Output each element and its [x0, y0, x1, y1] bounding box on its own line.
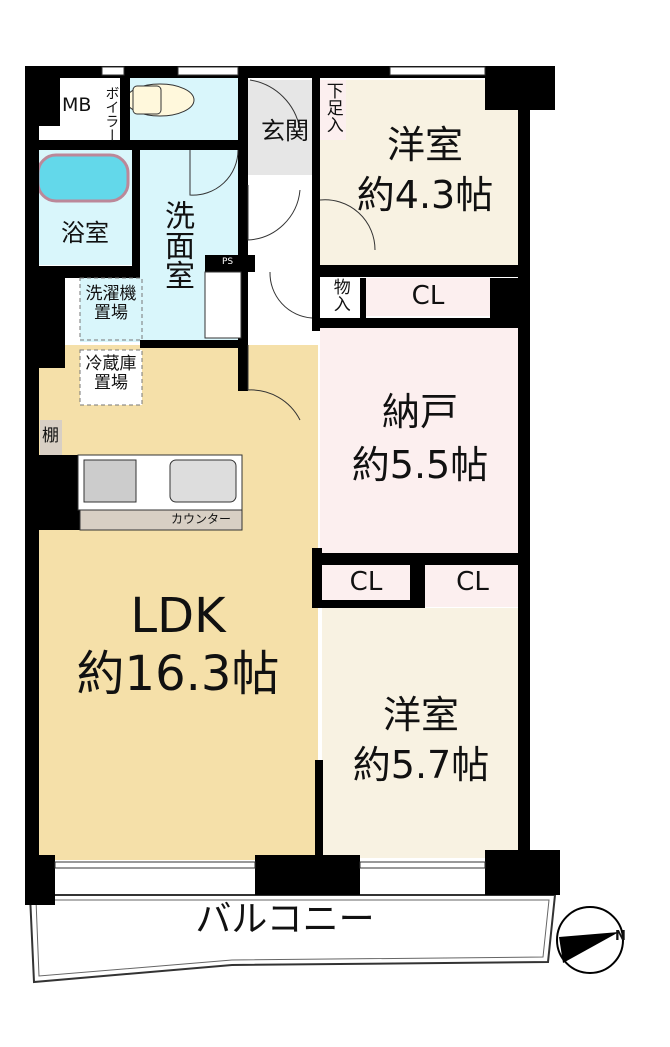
- ldk-size: 約16.3帖: [76, 646, 280, 702]
- shoe-cabinet-label: 下足入: [322, 82, 343, 133]
- bathroom-label: 浴室: [61, 219, 109, 247]
- western-room-2-size: 約5.7帖: [352, 743, 490, 787]
- closet-3-label: CL: [456, 567, 489, 597]
- stove: [83, 459, 137, 503]
- ldk-name: LDK: [130, 588, 226, 644]
- mb-label: MB: [62, 94, 92, 116]
- fridge-space-label: 冷蔵庫置場: [85, 354, 137, 393]
- compass-icon: [556, 906, 624, 974]
- bathtub: [36, 153, 130, 203]
- shelf-label: 棚: [42, 426, 59, 446]
- closet-2-label: CL: [349, 567, 383, 597]
- western-room-1-name: 洋室: [386, 123, 463, 167]
- washbasin: [204, 271, 242, 339]
- entrance-label: 玄関: [261, 117, 309, 145]
- counter-label: カウンター: [170, 512, 231, 526]
- closet-1-label: CL: [411, 281, 445, 311]
- western-room-1-floor: [320, 80, 520, 268]
- storage-room-name: 納戸: [381, 390, 458, 434]
- western-room-2-name: 洋室: [382, 693, 459, 737]
- ps-label: PS: [222, 257, 234, 267]
- storage-room-size: 約5.5帖: [351, 443, 489, 487]
- closet-storage-label: 物入: [329, 278, 350, 312]
- western-room-2-floor: [322, 608, 520, 858]
- ldk-floor: [38, 345, 318, 860]
- entrance-floor: [248, 80, 318, 175]
- washroom-label: 洗面室: [159, 200, 194, 290]
- sink: [169, 459, 237, 503]
- boiler-label: ボイラー: [103, 86, 120, 142]
- balcony-label: バルコニー: [195, 899, 375, 940]
- compass-north-label: N: [615, 929, 626, 944]
- storage-room-floor: [320, 325, 520, 553]
- balcony-area: [28, 894, 557, 984]
- western-room-1-size: 約4.3帖: [356, 173, 494, 217]
- washer-space-label: 洗濯機置場: [85, 284, 137, 323]
